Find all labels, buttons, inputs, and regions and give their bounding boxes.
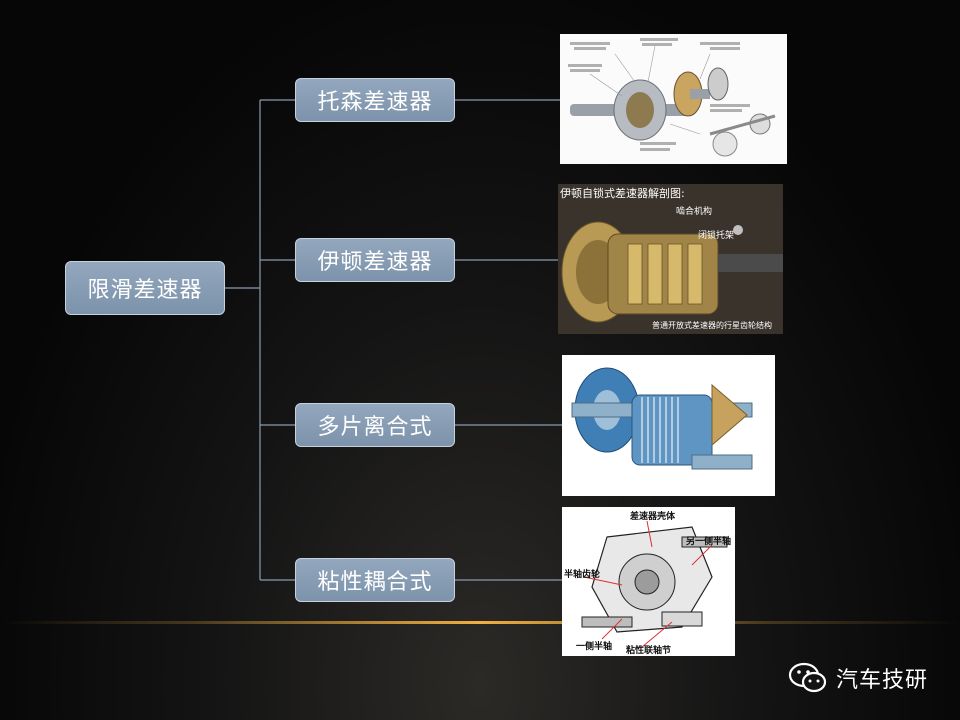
torsen-illustration: [560, 34, 787, 164]
viscous-label-one-shaft: 一侧半轴: [576, 642, 613, 652]
branch-node-eaton: 伊顿差速器: [295, 238, 455, 282]
branch-node-viscous-coupling: 粘性耦合式: [295, 558, 455, 602]
root-node-limited-slip-differential: 限滑差速器: [65, 261, 225, 315]
viscous-label-other-shaft: 另一侧半轴: [686, 537, 732, 547]
eaton-callout-lock-bracket: 闭锁托架: [698, 231, 735, 241]
gold-divider-line: [0, 621, 960, 624]
brand-watermark: 汽车技研: [788, 658, 928, 698]
eaton-callout-meshing: 啮合机构: [676, 207, 713, 217]
wechat-icon: [788, 662, 827, 693]
viscous-label-coupling: 粘性联轴节: [626, 646, 672, 656]
multi-plate-clutch-image: [562, 355, 775, 496]
viscous-label-side-gear: 半轴齿轮: [564, 570, 601, 580]
torsen-cutaway-image: [560, 34, 787, 164]
branch-node-label: 多片离合式: [317, 415, 433, 440]
eaton-cutaway-image: 伊顿自锁式差速器解剖图: 啮合机构 闭锁托架 普通开放式差速器的行星齿轮结构: [558, 184, 783, 334]
viscous-illustration: [562, 507, 735, 656]
eaton-caption: 普通开放式差速器的行星齿轮结构: [652, 321, 772, 330]
multi-plate-illustration: [562, 355, 775, 496]
branch-node-multi-plate-clutch: 多片离合式: [295, 403, 455, 447]
eaton-title: 伊顿自锁式差速器解剖图:: [560, 187, 685, 200]
branch-node-label: 伊顿差速器: [317, 250, 433, 275]
root-node-label: 限滑差速器: [87, 278, 203, 303]
brand-name: 汽车技研: [836, 668, 929, 693]
branch-node-torsen: 托森差速器: [295, 78, 455, 122]
branch-node-label: 托森差速器: [317, 90, 433, 115]
branch-node-label: 粘性耦合式: [317, 570, 433, 595]
viscous-coupling-image: 差速器壳体 另一侧半轴 半轴齿轮 一侧半轴 粘性联轴节: [562, 507, 735, 656]
eaton-illustration: [558, 184, 783, 334]
viscous-label-housing: 差速器壳体: [630, 512, 676, 522]
